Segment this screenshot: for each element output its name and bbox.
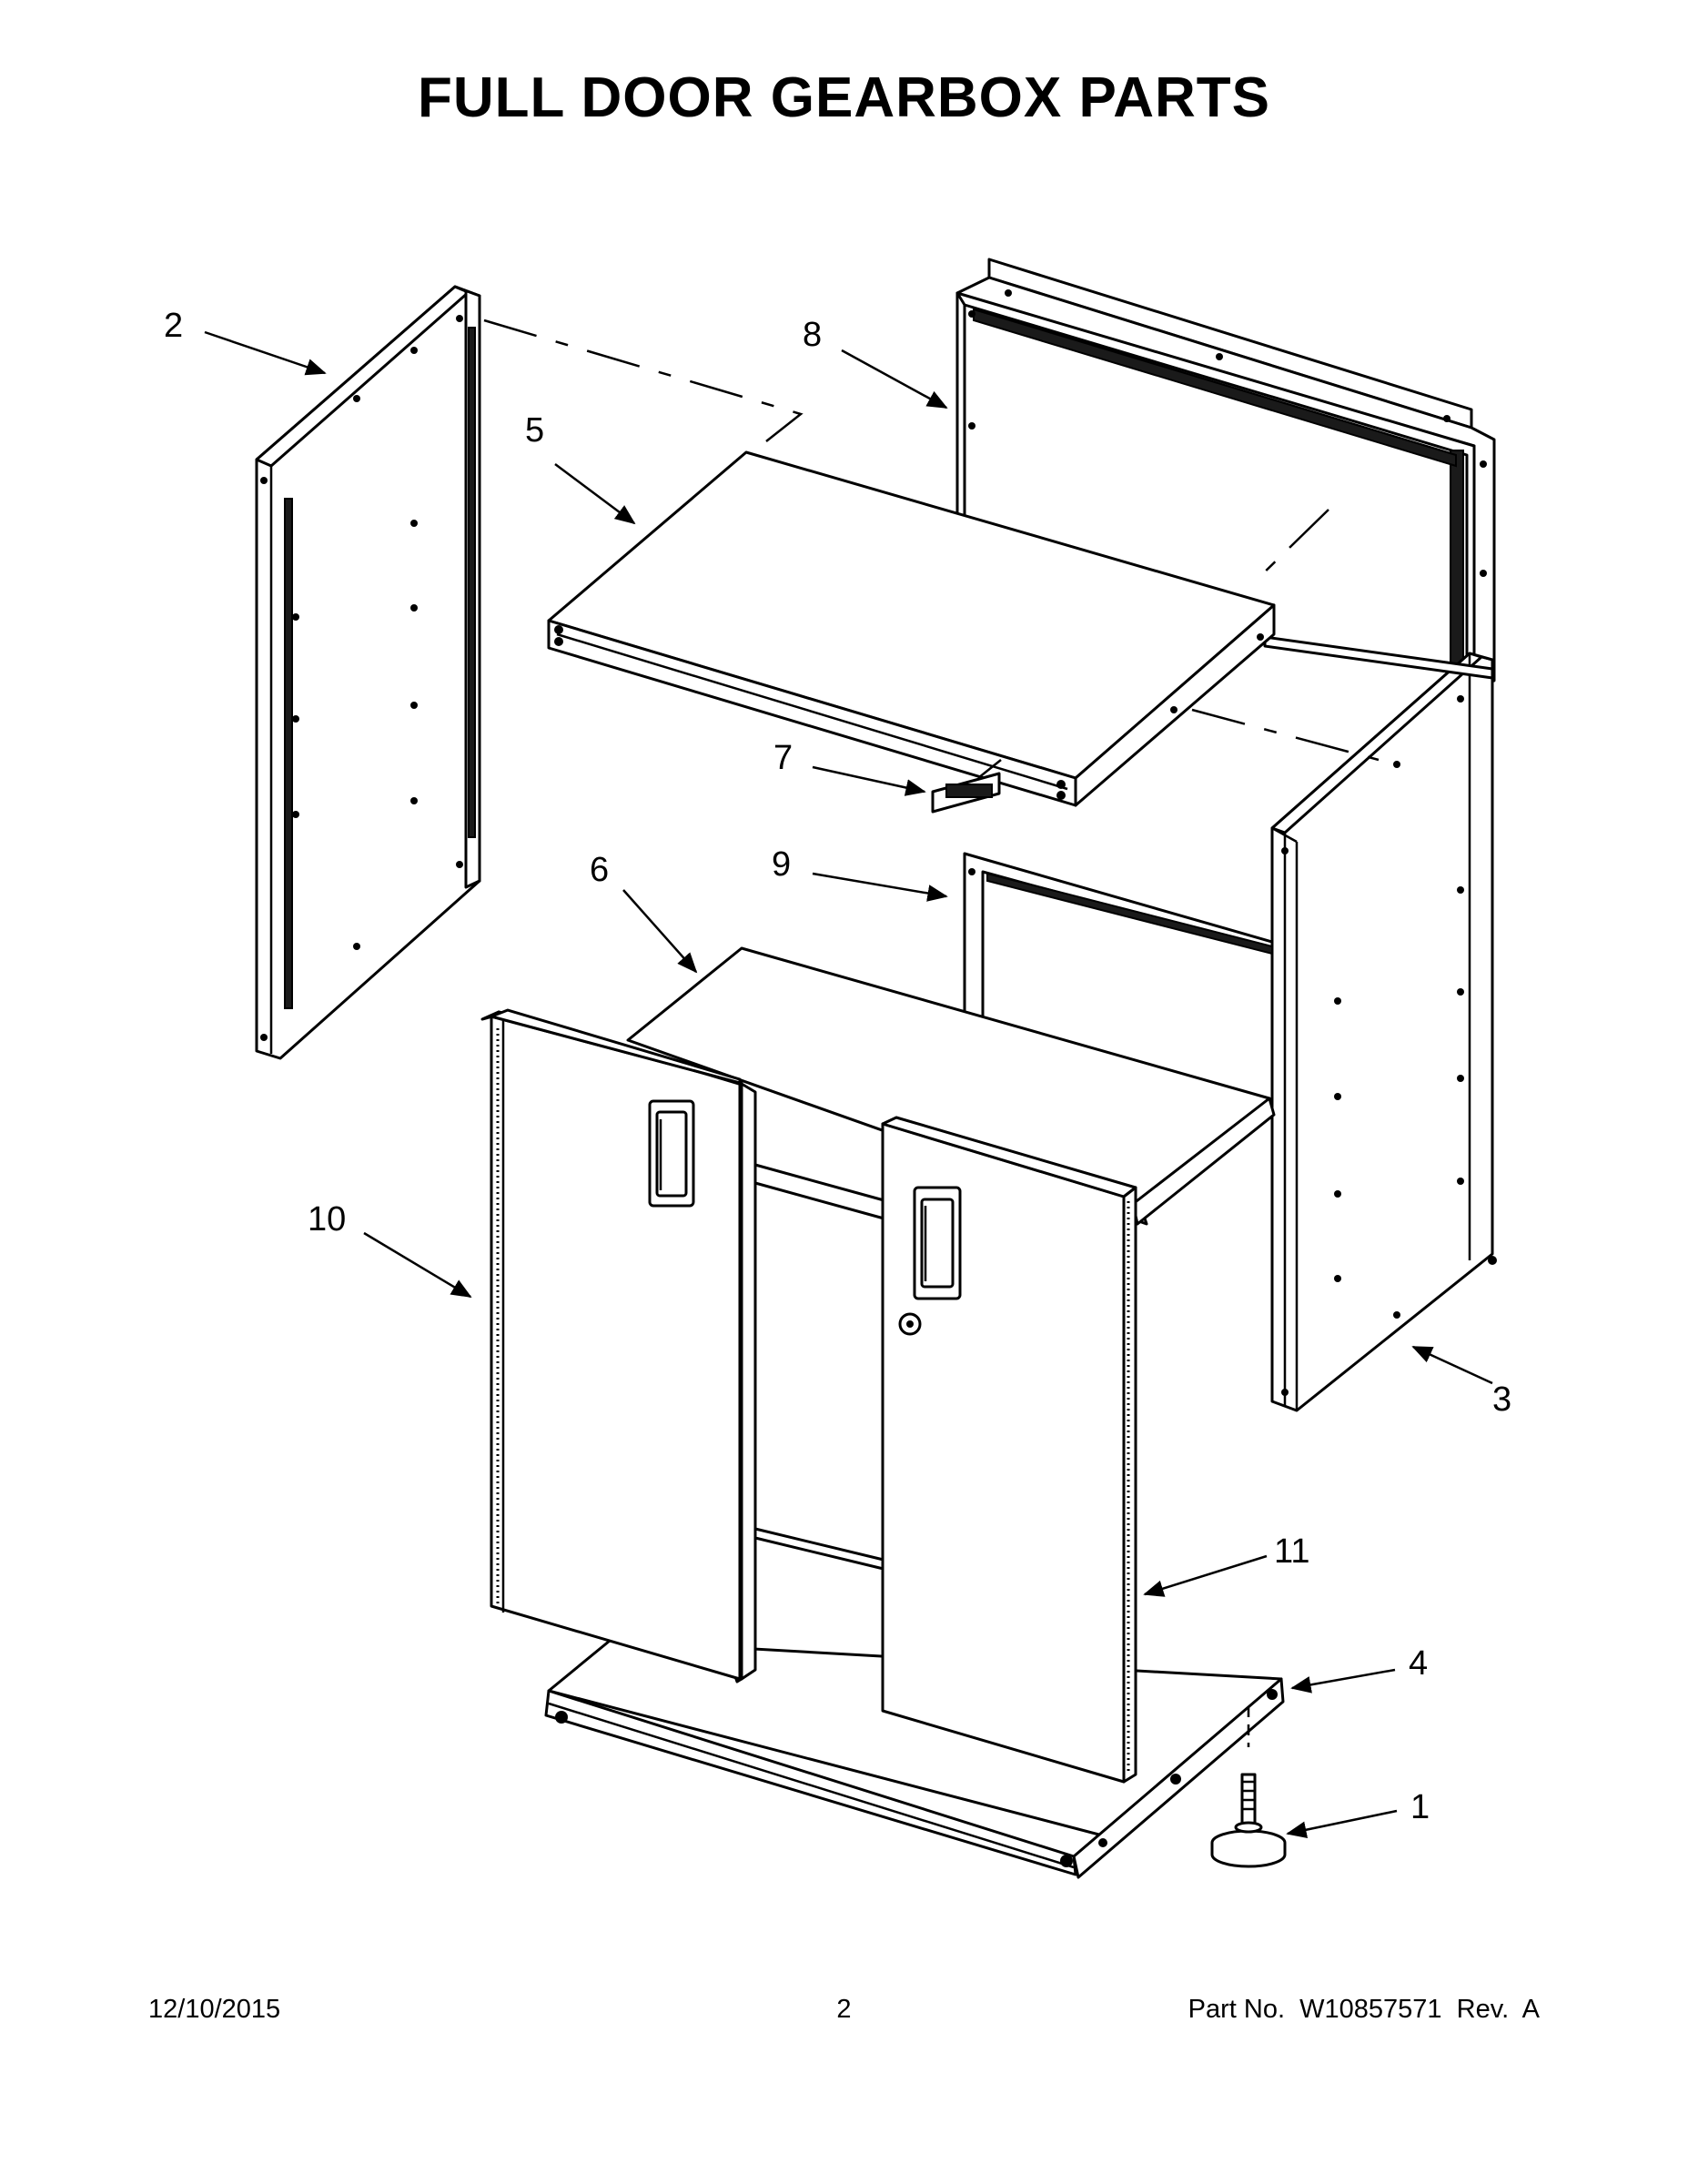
page-title: FULL DOOR GEARBOX PARTS [418, 66, 1270, 129]
rear-rail-lower [753, 1527, 889, 1572]
callout-labels: 2 8 5 7 9 6 10 3 11 4 1 [164, 307, 1511, 1826]
callout-8: 8 [803, 316, 822, 354]
lock-icon [898, 1312, 922, 1336]
callout-9: 9 [772, 845, 791, 884]
alignment-line-top-left [483, 318, 804, 442]
part-4-base [544, 1639, 1285, 1879]
part-11-right-door [881, 1116, 1137, 1784]
callout-1: 1 [1410, 1788, 1430, 1826]
footer-page-number: 2 [836, 1995, 852, 2024]
part-2-left-side-panel [255, 285, 481, 1060]
rear-rail-upper [753, 1163, 889, 1221]
alignment-line-rear [1253, 509, 1329, 583]
callout-4: 4 [1409, 1644, 1428, 1683]
callout-arrows [204, 330, 1493, 1838]
right-door-handle [913, 1186, 962, 1300]
callout-7: 7 [773, 739, 793, 777]
callout-3: 3 [1492, 1380, 1511, 1419]
callout-11: 11 [1274, 1532, 1309, 1571]
callout-10: 10 [308, 1200, 346, 1239]
footer-date: 12/10/2015 [148, 1995, 281, 2024]
callout-6: 6 [590, 851, 609, 889]
footer-part-number: Part No. W10857571 Rev. A [1188, 1995, 1540, 2024]
left-door-handle [648, 1099, 695, 1208]
alignment-line-right [1191, 708, 1380, 762]
part-7-badge [931, 759, 1002, 814]
part-10-left-door [480, 1008, 757, 1684]
callout-5: 5 [525, 411, 544, 450]
part-8-upper-rear-frame [955, 258, 1496, 686]
part-5-top-panel [547, 450, 1276, 807]
part-3-right-side-panel [1270, 652, 1497, 1412]
callout-2: 2 [164, 307, 183, 345]
part-1-leveling-leg [1210, 1706, 1287, 1868]
